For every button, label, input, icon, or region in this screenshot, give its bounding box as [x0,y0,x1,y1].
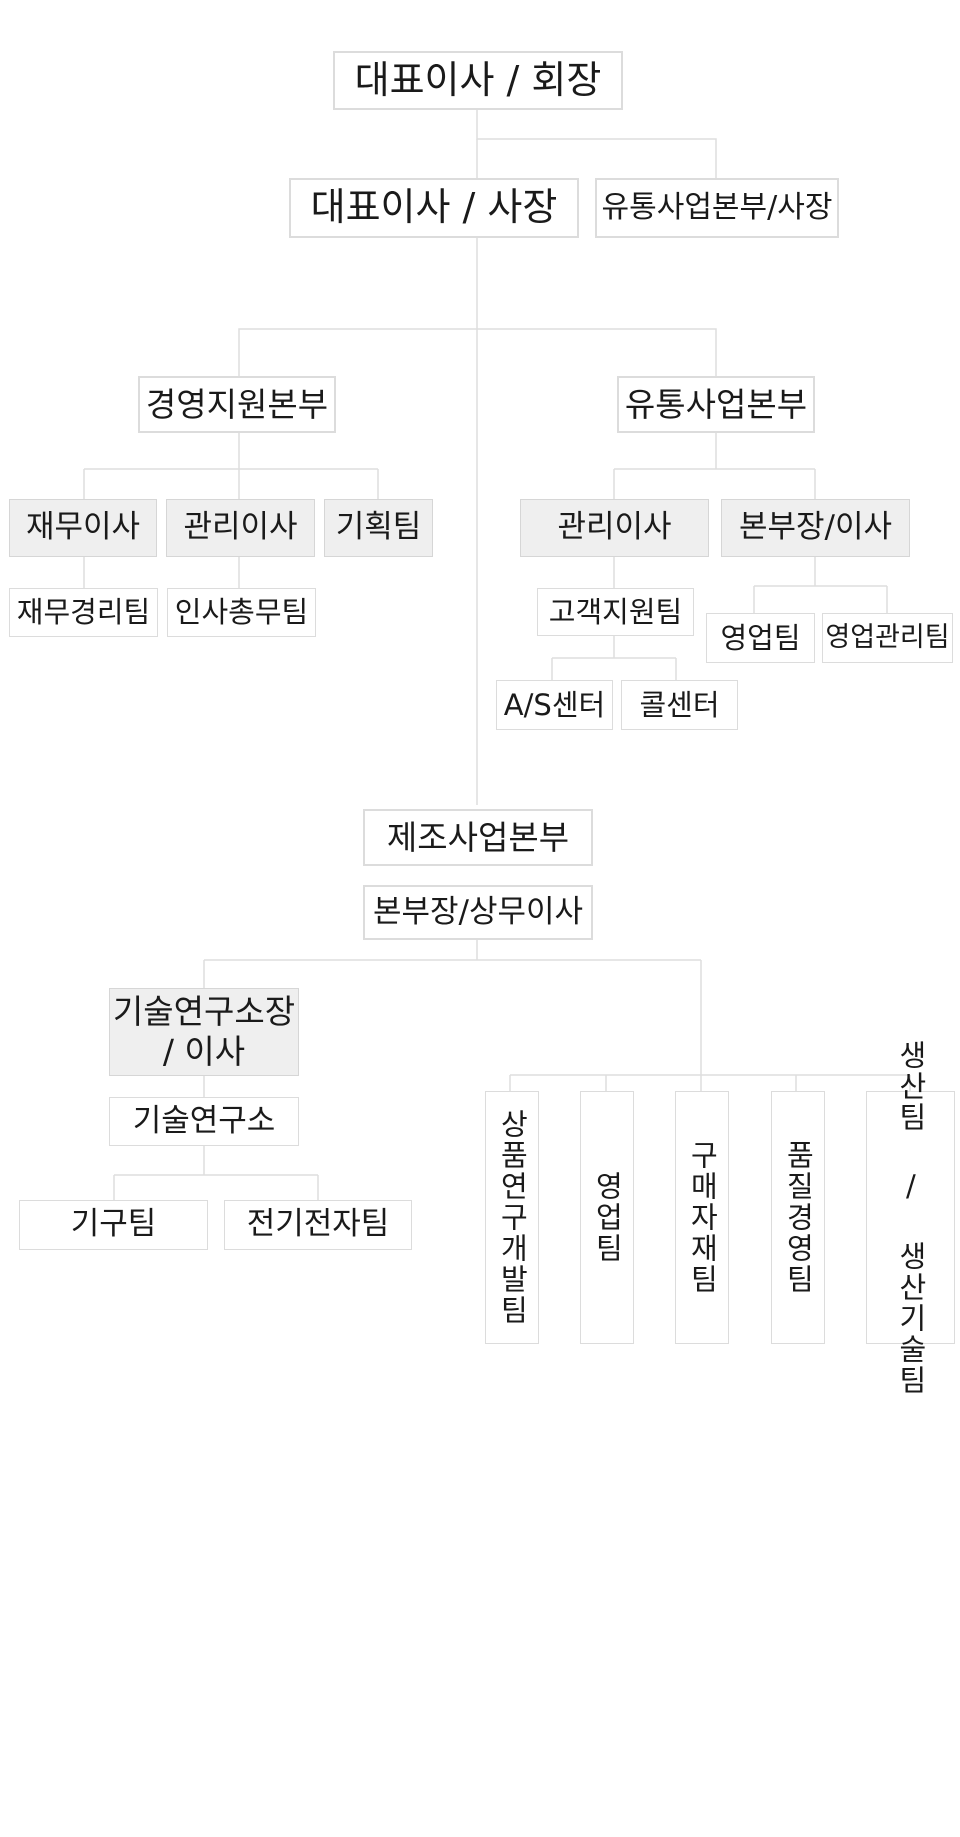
distribution-hq-head-box: 본부장/이사 [721,499,910,557]
customer-support-team-label: 고객지원팀 [548,594,683,629]
distribution-hq-label: 유통사업본부 [624,384,808,424]
planning-team-label: 기획팀 [335,509,422,546]
distribution-hq-president-box: 유통사업본부/사장 [595,178,839,238]
hr-general-affairs-team-box: 인사총무팀 [167,588,316,637]
sales-management-team-box: 영업관리팀 [822,613,953,663]
product-dev-team-label: 상품연구개발팀 [495,1109,530,1326]
as-center-label: A/S센터 [503,687,606,722]
purchasing-team-box: 구매자재팀 [675,1091,729,1344]
research-institute-label: 기술연구소 [132,1102,276,1139]
ceo-president-box: 대표이사 / 사장 [289,178,579,238]
research-director-box: 기술연구소장 / 이사 [109,988,299,1076]
mechanism-team-label: 기구팀 [70,1206,157,1243]
manufacturing-head-label: 본부장/상무이사 [372,893,584,930]
distribution-sales-team-box: 영업팀 [706,613,815,663]
electronics-team-label: 전기전자팀 [246,1206,390,1243]
sales-management-team-label: 영업관리팀 [825,621,950,653]
management-support-hq-label: 경영지원본부 [145,384,329,424]
distribution-hq-box: 유통사업본부 [617,376,815,433]
quality-team-box: 품질경영팀 [771,1091,825,1344]
distribution-admin-director-box: 관리이사 [520,499,709,557]
as-center-box: A/S센터 [496,680,613,730]
call-center-box: 콜센터 [621,680,738,730]
hr-general-affairs-team-label: 인사총무팀 [174,595,309,630]
finance-accounting-team-box: 재무경리팀 [9,588,158,637]
manufacturing-hq-box: 제조사업본부 [363,809,593,866]
management-support-hq-box: 경영지원본부 [138,376,336,433]
finance-accounting-team-label: 재무경리팀 [16,595,151,630]
ceo-chairman-box: 대표이사 / 회장 [333,51,623,110]
production-team-box: 생산팀 / 생산기술팀 [866,1040,955,1396]
product-dev-team-box: 상품연구개발팀 [485,1091,539,1344]
research-director-label: 기술연구소장 / 이사 [112,992,296,1071]
finance-director-box: 재무이사 [9,499,157,557]
manufacturing-hq-label: 제조사업본부 [386,817,570,857]
purchasing-team-label: 구매자재팀 [685,1140,720,1295]
production-team-label: 생산팀 / 생산기술팀 [893,1039,928,1396]
distribution-hq-president-label: 유통사업본부/사장 [601,190,833,225]
ceo-president-label: 대표이사 / 사장 [310,185,558,230]
finance-director-label: 재무이사 [25,509,141,546]
manufacturing-sales-team-label: 영업팀 [590,1171,625,1264]
manufacturing-head-box: 본부장/상무이사 [363,885,593,940]
distribution-admin-director-label: 관리이사 [557,509,672,546]
quality-team-label: 품질경영팀 [781,1140,816,1295]
electronics-team-box: 전기전자팀 [224,1200,412,1250]
customer-support-team-box: 고객지원팀 [537,588,694,636]
mechanism-team-box: 기구팀 [19,1200,208,1250]
admin-director-label: 관리이사 [183,509,298,546]
distribution-hq-head-label: 본부장/이사 [738,509,893,546]
admin-director-box: 관리이사 [166,499,315,557]
call-center-label: 콜센터 [639,687,720,722]
planning-team-box: 기획팀 [324,499,433,557]
manufacturing-sales-team-box: 영업팀 [580,1091,634,1344]
ceo-chairman-label: 대표이사 / 회장 [354,57,602,102]
research-institute-box: 기술연구소 [109,1097,299,1146]
distribution-sales-team-label: 영업팀 [720,620,801,655]
